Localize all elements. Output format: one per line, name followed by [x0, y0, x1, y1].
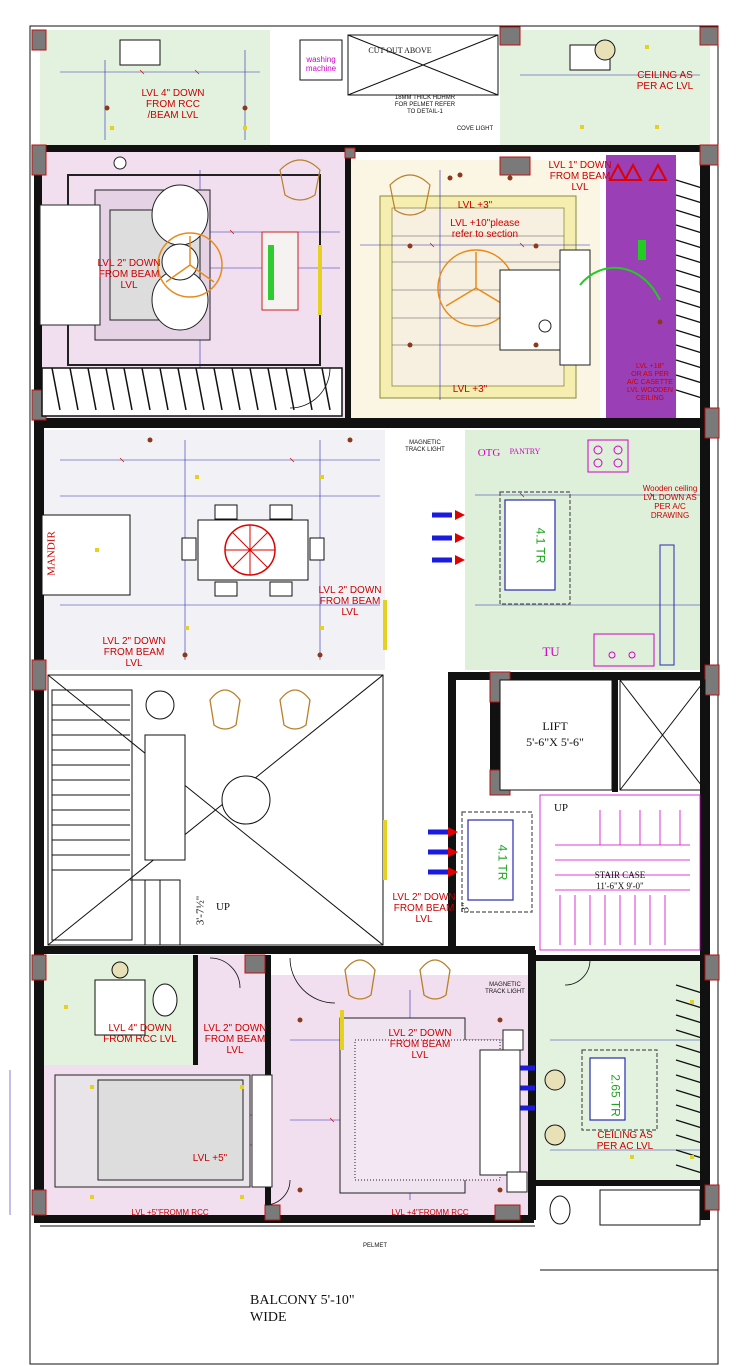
- label-stair-dim: 3'-7½": [194, 895, 207, 926]
- utility-area: [119, 34, 499, 96]
- dining-table-icon: [181, 504, 325, 597]
- label-up-left: UP: [215, 901, 231, 913]
- label-magnetic-track-top: MAGNETIC TRACK LIGHT: [405, 440, 445, 453]
- washbasin-icon: [111, 39, 616, 1146]
- label-bedroom3-rcc: LVL +5"FROMM RCC: [131, 1208, 209, 1217]
- label-bedroom2-level: LVL 2" DOWN FROM BEAM LVL: [388, 1028, 452, 1061]
- label-lvl-plus10: LVL +10"please refer to section: [450, 218, 520, 240]
- window-louver: [675, 179, 703, 1174]
- label-otg: OTG: [477, 447, 501, 459]
- wc-icon: [94, 44, 701, 1226]
- label-passage-level: LVL 2" DOWN FROM BEAM LVL: [392, 892, 456, 925]
- label-lvl-plus3-bottom: LVL +3": [452, 384, 488, 395]
- downlight-icon: [64, 45, 694, 1199]
- label-cut-out: CUT OUT ABOVE: [368, 46, 432, 55]
- bed-icon: [113, 156, 591, 366]
- label-ac-tr-passage: 4.1 TR: [495, 844, 510, 881]
- label-pantry: PANTRY: [509, 447, 541, 456]
- label-magnetic-track-bottom: MAGNETIC TRACK LIGHT: [485, 982, 525, 995]
- ac-unit-bedroom2: [581, 1049, 658, 1131]
- kitchen-counter: [587, 439, 675, 667]
- staircase: [539, 794, 701, 951]
- label-cove-light: COVE LIGHT: [456, 126, 494, 132]
- door-swing-icon: [209, 367, 591, 1206]
- ac-strip-fill: [606, 155, 676, 420]
- ac-unit-passage: [461, 811, 533, 913]
- sofa-icon: [209, 689, 451, 1000]
- light-point-icon: [104, 105, 663, 1193]
- label-washing-machine: washing machine: [305, 55, 337, 73]
- label-bl-toilet-level: LVL 4" DOWN FROM RCC LVL: [103, 1023, 177, 1045]
- label-ceiling-ac-bottom: CEILING AS PER AC LVL: [596, 1130, 654, 1152]
- label-lift: LIFT 5'-6"X 5'-6": [526, 719, 584, 749]
- label-up-stair: UP: [553, 802, 569, 814]
- label-lvl-18: LVL +18" OR AS PER A/C CASETTE LVL WOODE…: [627, 363, 673, 402]
- label-living-level: LVL 2" DOWN FROM BEAM LVL: [102, 636, 166, 669]
- label-tu: TU: [542, 644, 560, 659]
- label-mandir: MANDIR: [45, 531, 58, 576]
- bed-icon: [54, 1017, 528, 1194]
- stove-icon: [608, 651, 636, 659]
- label-wooden-ceiling: Wooden ceiling LVL DOWN AS PER A/C DRAWI…: [642, 484, 698, 520]
- living-area: [47, 674, 384, 946]
- label-dining-level: LVL 2" DOWN FROM BEAM LVL: [318, 585, 382, 618]
- label-pelmet: PELMET: [362, 1243, 387, 1249]
- label-top-left-toilet: LVL 4" DOWN FROM RCC /BEAM LVL: [141, 88, 205, 121]
- label-lvl-1-down: LVL 1" DOWN FROM BEAM LVL: [548, 160, 612, 193]
- label-master-bed-level: LVL 2" DOWN FROM BEAM LVL: [97, 258, 161, 291]
- mandir-icon: [41, 514, 131, 596]
- cove-strips: [318, 245, 387, 1050]
- label-hdhmr-note: 18MM THICK HDHMR FOR PELMET REFER TO DET…: [394, 95, 456, 115]
- label-bl-passage-level: LVL 2" DOWN FROM BEAM LVL: [203, 1023, 267, 1056]
- label-staircase: STAIR CASE 11'-6"X 9'-0": [594, 870, 646, 891]
- label-bedroom3-level: LVL +5": [192, 1153, 228, 1164]
- label-bedroom2-rcc: LVL +4"FROMM RCC: [391, 1208, 469, 1217]
- label-ceiling-ac-top: CEILING AS PER AC LVL: [636, 70, 694, 92]
- label-balcony: BALCONY 5'-10" WIDE: [250, 1293, 355, 1325]
- label-ac-tr-br: 2.65 TR: [608, 1074, 623, 1117]
- sofa-chairs-icon: [279, 159, 431, 216]
- label-dim-3: 3": [459, 902, 472, 913]
- lift-shaft: [499, 679, 706, 791]
- label-lvl-plus3-top: LVL +3": [457, 200, 493, 211]
- label-ac-tr-kitchen: 4.1 TR: [533, 527, 548, 564]
- wardrobe-icon: [41, 367, 343, 417]
- ac-unit-kitchen: [499, 491, 571, 605]
